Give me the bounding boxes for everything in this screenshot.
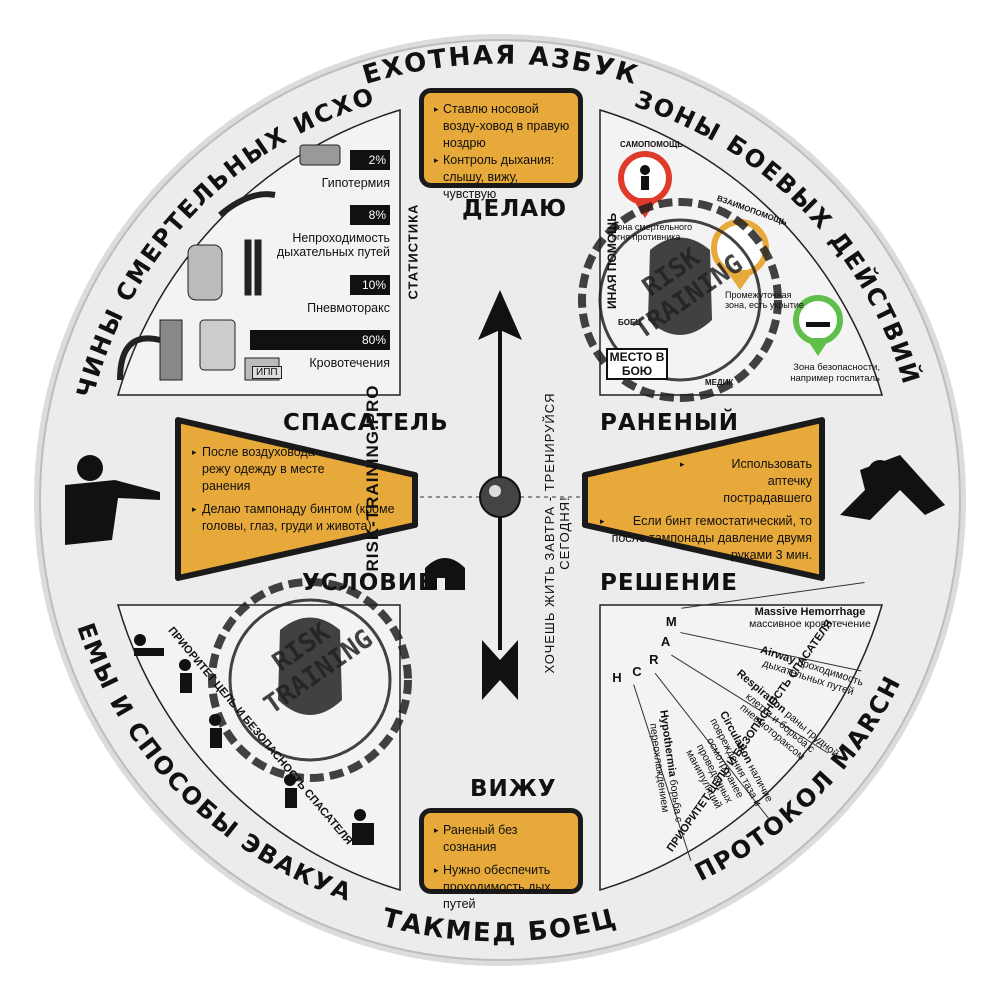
soldier-body-red xyxy=(641,176,649,190)
stat-bar xyxy=(350,205,390,225)
stat-bars xyxy=(250,150,390,350)
soldier-icon-red xyxy=(640,165,650,175)
label-spasatel: СПАСАТЕЛЬ xyxy=(283,410,449,436)
stat-bar xyxy=(250,330,390,350)
stat-value: 2% xyxy=(368,153,386,167)
pivot-shine xyxy=(489,485,501,497)
stat-value: 80% xyxy=(361,333,386,347)
arrow-fletching xyxy=(482,640,518,700)
march-letter: C xyxy=(632,663,642,679)
slogan: ХОЧЕШЬ ЖИТЬ ЗАВТРА - ТРЕНИРУЙСЯ СЕГОДНЯ! xyxy=(542,392,572,674)
zone-yellow-text: Промежуточная зона, есть укрытие xyxy=(725,290,804,310)
stat-label: Гипотермия xyxy=(321,176,390,190)
label-vizhu: ВИЖУ xyxy=(470,776,557,802)
zone-medic: МЕДИК xyxy=(705,378,734,387)
zone-red-text: Зона смертельного огня противника xyxy=(612,222,693,242)
zone-place: МЕСТО В БОЮ xyxy=(606,348,668,380)
march-item: Massive Hemorrhage массивное кровотечени… xyxy=(749,606,871,630)
march-ray xyxy=(671,654,829,754)
stat-label: Пневмоторакс xyxy=(307,301,390,315)
march-ray xyxy=(633,684,692,861)
wedge-right-item-1: Использовать аптечку пострадавшего xyxy=(680,456,812,507)
zone-green-text: Зона безопасности, например госпиталь xyxy=(790,362,880,384)
box-bottom-observe: Раненый без сознания Нужно обеспечить пр… xyxy=(419,808,583,911)
zone-fighter: БОЕЦ xyxy=(618,318,642,327)
box-bottom-item-2: Нужно обеспечить проходимость дых. путей xyxy=(434,862,572,913)
ipp-label: ИПП xyxy=(252,366,282,379)
wedge-right-text: Использовать аптечку пострадавшего Если … xyxy=(600,456,812,570)
stamp-bottom-left xyxy=(208,578,412,782)
stat-value: 10% xyxy=(361,278,386,292)
wedge-right-item-2: Если бинт гемостатический, то после тамп… xyxy=(600,513,812,564)
label-delayu: ДЕЛАЮ xyxy=(462,196,568,222)
yellow-zone-pin-tip xyxy=(726,270,754,290)
green-zone-pin-tip xyxy=(806,338,830,356)
label-uslovie: УСЛОВИЕ xyxy=(302,570,435,596)
frame-bottom-right xyxy=(599,604,883,892)
stamp-top-right xyxy=(578,198,782,402)
zone-self-help: САМОПОМОЩЬ xyxy=(620,140,684,149)
label-reshenie: РЕШЕНИЕ xyxy=(600,570,738,596)
march-ray xyxy=(681,582,865,609)
soldier-right-silhouette xyxy=(840,455,945,520)
cause-icons xyxy=(117,144,341,381)
march-letter: R xyxy=(649,651,659,667)
label-statistika: СТАТИСТИКА xyxy=(405,203,421,300)
march-ray xyxy=(680,632,862,672)
stat-label: Непроходимость дыхательных путей xyxy=(276,231,390,259)
wedge-left-item-2: Делаю тампонаду бинтом (кроме головы, гл… xyxy=(192,501,397,535)
stat-bar xyxy=(350,275,390,295)
box-top-action: Ставлю носовой возду-ховод в правую нозд… xyxy=(419,88,583,201)
center-pivot[interactable] xyxy=(479,476,521,518)
stat-value: 8% xyxy=(368,208,386,222)
wedge-left-item-1: После воздуховода режу одежду в месте ра… xyxy=(192,444,332,495)
label-ranenyy: РАНЕНЫЙ xyxy=(600,410,739,436)
box-top-item-1: Ставлю носовой возду-ховод в правую нозд… xyxy=(434,101,572,152)
wedge-left-text: После воздуховода режу одежду в месте ра… xyxy=(192,444,397,541)
medic-bed-icon xyxy=(806,322,830,327)
box-bottom-item-1: Раненый без сознания xyxy=(434,822,572,856)
helmet-logo-icon xyxy=(425,558,465,590)
march-letter: A xyxy=(660,634,671,650)
march-rays xyxy=(633,582,865,861)
march-letter: H xyxy=(612,669,622,685)
march-letter: M xyxy=(665,614,677,630)
arrow-head xyxy=(478,290,522,340)
evac-icons xyxy=(134,634,374,845)
box-top-item-2: Контроль дыхания: слышу, вижу, чувствую xyxy=(434,152,572,203)
march-ray xyxy=(654,672,770,820)
soldier-left-silhouette xyxy=(65,455,160,545)
stat-label: Кровотечения xyxy=(309,356,390,370)
stat-bar xyxy=(350,150,390,170)
